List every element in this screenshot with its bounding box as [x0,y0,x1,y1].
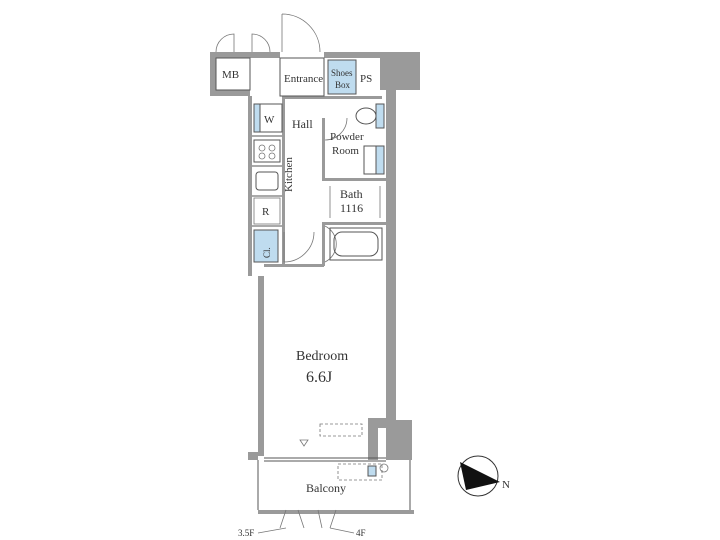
label-mb: MB [222,69,239,81]
label-shoes: Shoes [331,68,353,78]
label-r: R [262,206,270,218]
label-w: W [264,114,275,126]
sink-icon [255,171,279,191]
label-bath: Bath [340,187,363,201]
toilet-tank [375,103,385,129]
doors [215,13,348,529]
label-floor-left: 3.5F [238,528,254,538]
bathtub-icon [329,227,383,261]
label-ps: PS [360,73,372,85]
washer-fixture [253,103,261,133]
compass-label: N [502,479,510,491]
stove-icon [253,139,281,163]
label-floor-right: 4F [356,528,366,538]
label-bedroom-size: 6.6J [306,369,332,386]
toilet-icon [355,107,377,125]
label-bedroom: Bedroom [296,349,348,364]
label-hall: Hall [292,117,313,131]
label-room: Room [332,145,359,157]
fixtures [253,59,389,481]
powder-sink [375,145,385,175]
label-powder: Powder [330,131,364,143]
label-kitchen: Kitchen [283,157,295,192]
label-cl: Cl. [262,247,272,258]
closet-fixture [253,229,279,263]
label-entrance: Entrance [284,73,323,85]
interior-lines [215,57,411,510]
compass-icon: N [457,455,510,497]
walls [210,52,420,514]
label-balcony: Balcony [306,481,346,495]
shoes-box-fixture [327,59,357,95]
label-box: Box [335,80,351,90]
room-labels: MB Entrance Shoes Box PS W Hall Powder R… [222,68,372,538]
label-bath-size: 1116 [340,201,363,215]
